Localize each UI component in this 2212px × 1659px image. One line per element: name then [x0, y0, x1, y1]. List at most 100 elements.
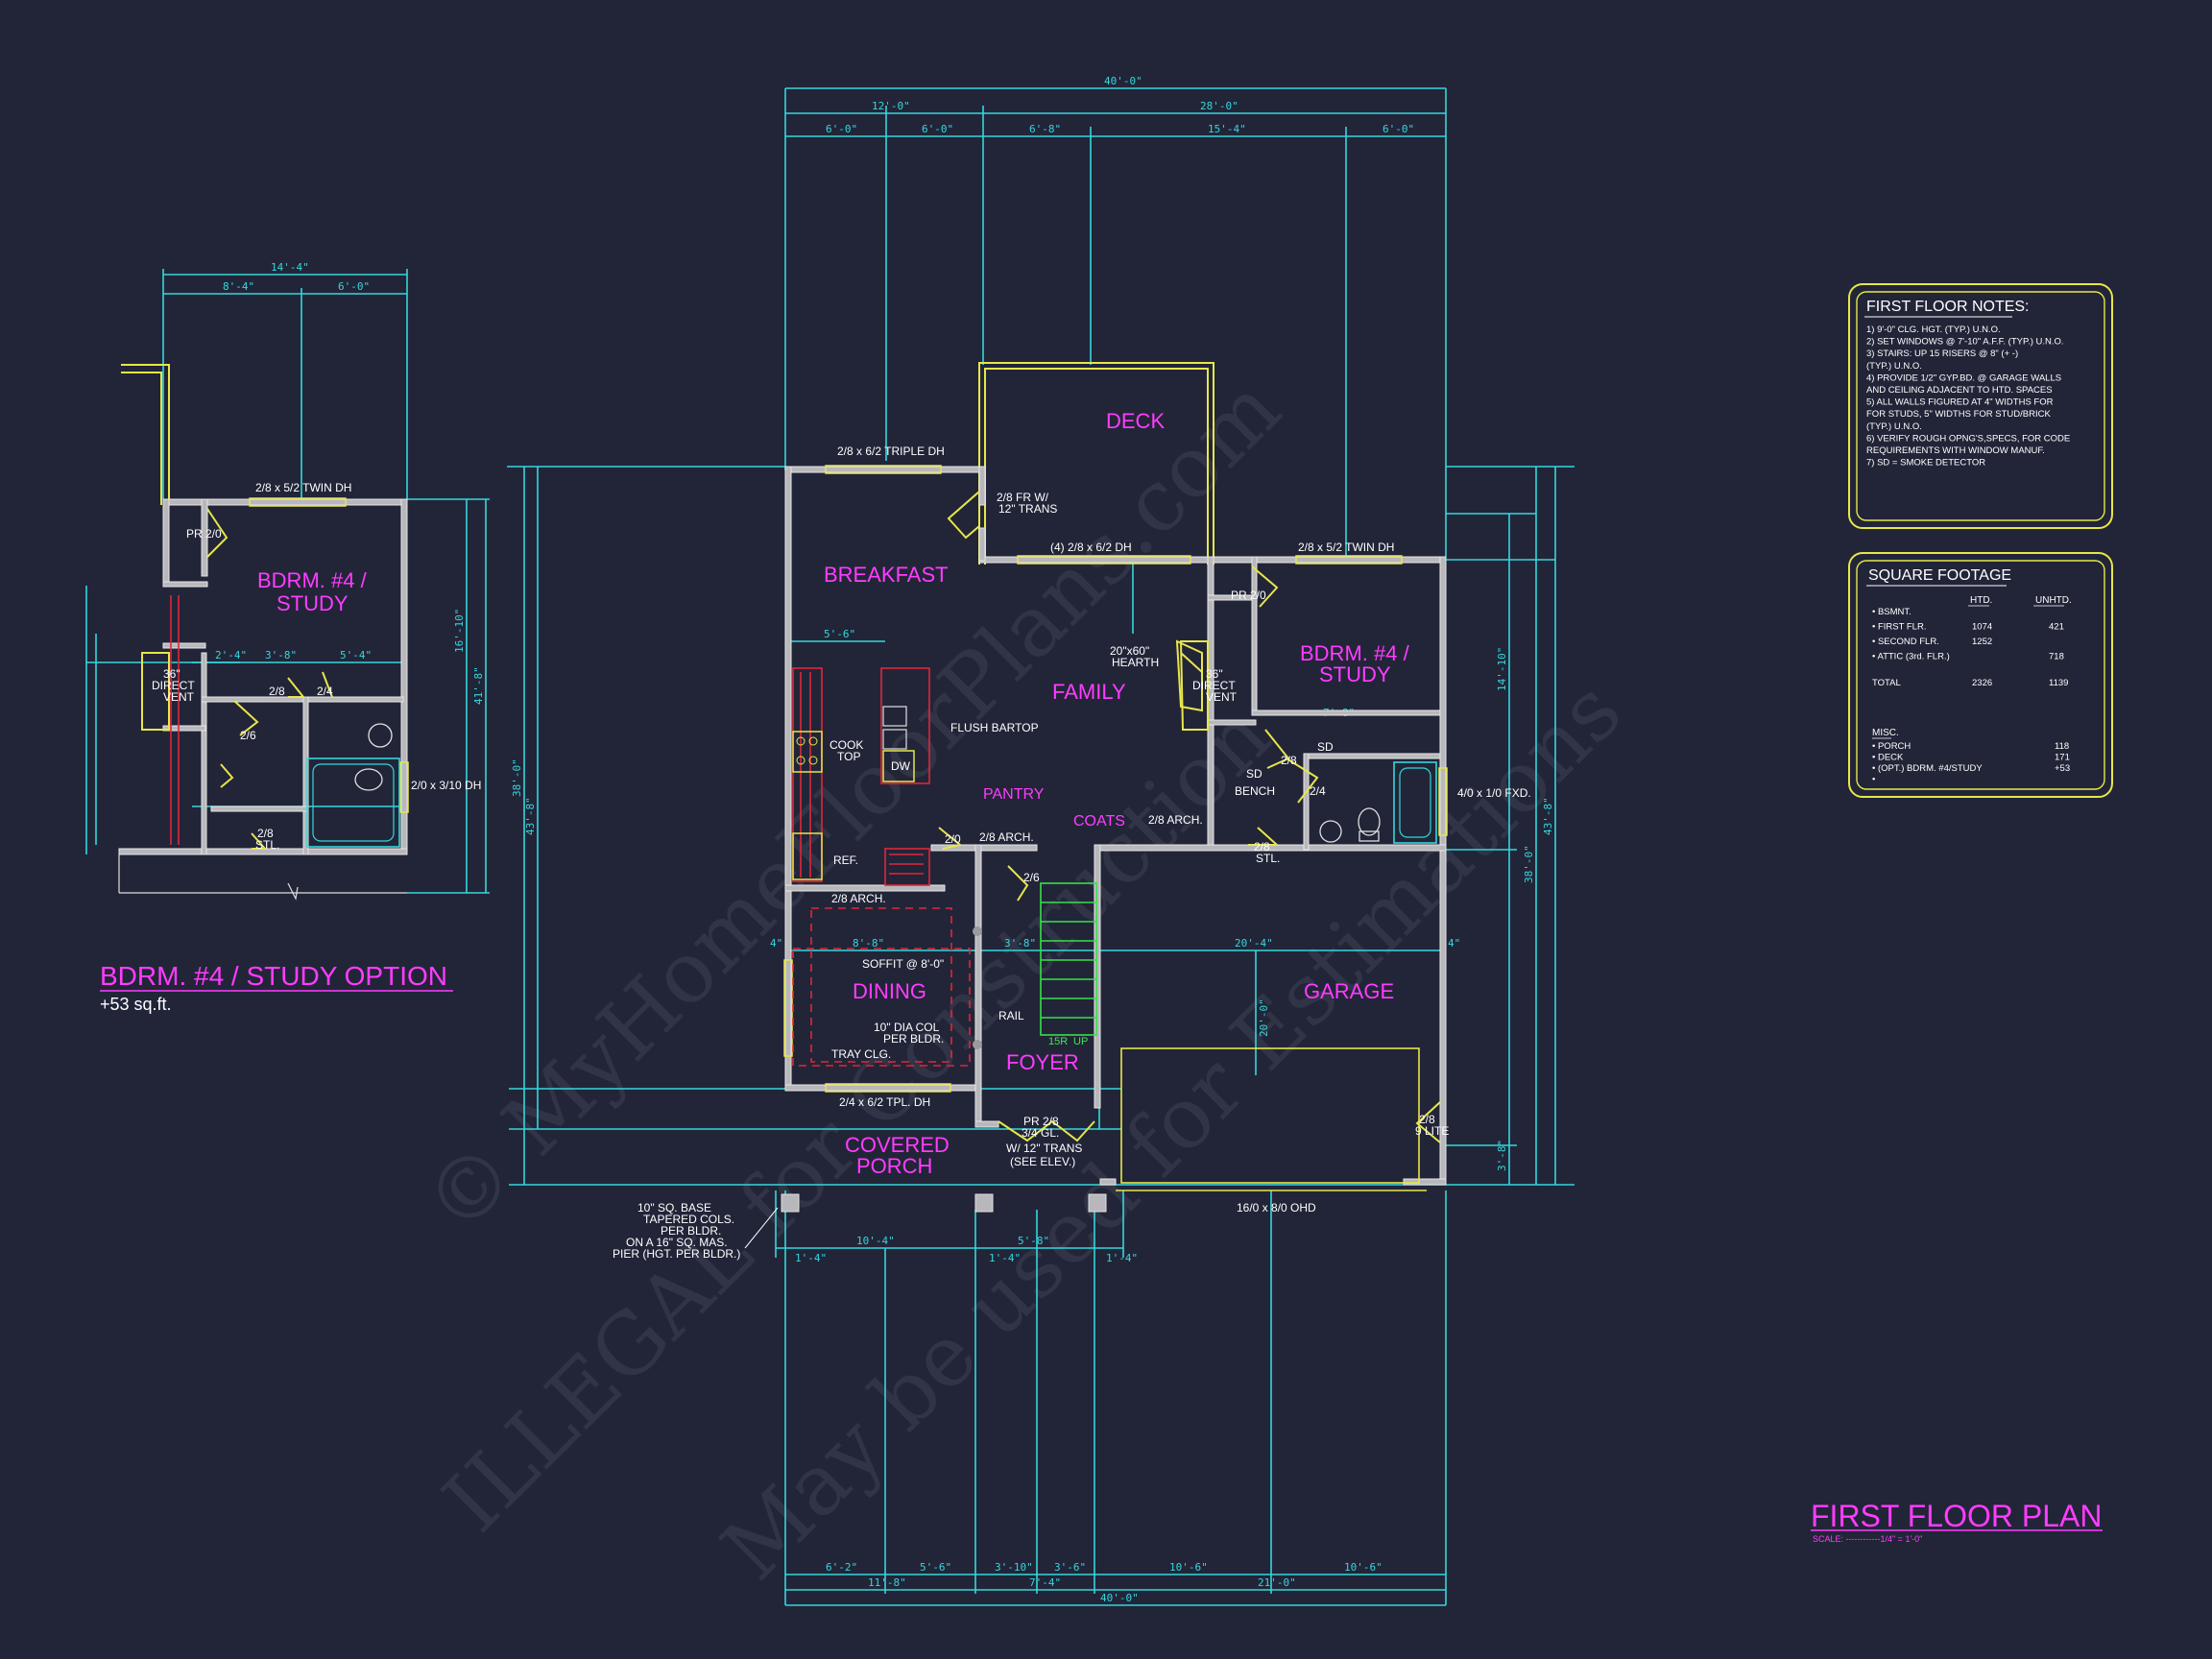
notes-line: 1) 9'-0" CLG. HGT. (TYP.) U.N.O. — [1866, 325, 2001, 335]
watermark: © MyHomeFloorPlans.com ILLEGAL for Const… — [405, 359, 1640, 1599]
label-2-8-stl: 2/8 — [1254, 840, 1270, 854]
room-family: FAMILY — [1052, 680, 1126, 704]
dim-bot-21: 21'-0" — [1258, 1576, 1296, 1589]
label-trans: 12" TRANS — [998, 502, 1057, 516]
sqft-misc-title: MISC. — [1872, 728, 1899, 738]
label-up: UP — [1073, 1036, 1088, 1047]
notes-line: FOR STUDS, 5" WIDTHS FOR STUD/BRICK — [1866, 409, 2051, 420]
label-flush-bartop: FLUSH BARTOP — [950, 721, 1039, 734]
dim-top-15-4: 15'-4" — [1208, 123, 1246, 135]
label-mas: ON A 16" SQ. MAS. — [626, 1236, 728, 1249]
opt-dim-14-4: 14'-4" — [271, 261, 309, 274]
label-ohd: 16/0 x 8/0 OHD — [1237, 1201, 1316, 1214]
option-plan — [85, 269, 490, 901]
label-sd-2: SD — [1246, 767, 1262, 781]
notes-line: (TYP.) U.N.O. — [1866, 361, 1922, 372]
dim-left-38: 38'-0" — [511, 758, 523, 797]
sqft-rows: • BSMNT. • FIRST FLR. 1074 421 • SECOND FLR.… — [1872, 607, 2068, 688]
label-2-0: 2/0 — [945, 832, 961, 846]
label-dw: DW — [891, 759, 911, 773]
opt-label-stl: STL. — [255, 838, 279, 852]
label-triple-dh: 2/8 x 6/2 TRIPLE DH — [837, 445, 945, 458]
dim-top-28: 28'-0" — [1200, 100, 1238, 112]
option-title: BDRM. #4 / STUDY OPTION +53 sq.ft. — [100, 961, 453, 1014]
option-area: +53 sq.ft. — [100, 995, 172, 1014]
notes-line: (TYP.) U.N.O. — [1866, 421, 1922, 432]
main-dimension-texts: 40'-0" 12'-0" 28'-0" 6'-0" 6'-0" 6'-8" 1… — [511, 75, 1554, 1604]
label-soffit: SOFFIT @ 8'-0" — [862, 957, 944, 971]
notes-box: FIRST FLOOR NOTES: — [1848, 283, 2113, 529]
label-2-8-a: 2/8 — [1281, 754, 1297, 767]
sqft-row-unhtd: 421 — [2049, 622, 2064, 633]
room-dining: DINING — [853, 979, 926, 1003]
notes-line: 3) STAIRS: UP 15 RISERS @ 8" (+ -) — [1866, 349, 2018, 359]
sqft-misc-value: 171 — [2055, 753, 2070, 763]
opt-dim-8-4: 8'-4" — [223, 280, 254, 293]
sqft-row-label: • FIRST FLR. — [1872, 622, 1926, 633]
label-2-8-garage: 2/8 — [1419, 1113, 1435, 1126]
room-pantry: PANTRY — [983, 786, 1045, 803]
room-coats: COATS — [1073, 813, 1125, 830]
label-vent-36: 36" — [1206, 667, 1223, 681]
room-foyer: FOYER — [1006, 1050, 1079, 1074]
label-per-bldr: PER BLDR. — [883, 1032, 944, 1046]
notes-title: FIRST FLOOR NOTES: — [1866, 299, 2030, 315]
main-windows — [783, 465, 1448, 1191]
kitchen-appliances — [792, 706, 915, 880]
opt-label-direct: DIRECT — [152, 679, 195, 692]
dim-bot-7-4: 7'-4" — [1029, 1576, 1061, 1589]
kitchen-cabinets — [792, 667, 971, 1067]
label-pier: PIER (HGT. PER BLDR.) — [613, 1247, 740, 1261]
plan-scale: SCALE: ------------1/4" = 1'-0" — [1813, 1534, 1922, 1544]
notes-line: REQUIREMENTS WITH WINDOW MANUF. — [1866, 445, 2045, 456]
label-gl: 3/4 GL. — [1022, 1126, 1059, 1140]
label-arch-2: 2/8 ARCH. — [979, 830, 1034, 844]
sqft-row-label: • BSMNT. — [1872, 607, 1911, 617]
title-block: FIRST FLOOR PLAN SCALE: ------------1/4"… — [1811, 1499, 2103, 1544]
porch-columns — [744, 926, 1107, 1249]
label-2-4: 2/4 — [1310, 784, 1326, 798]
sqft-row-htd: 2326 — [1972, 678, 1992, 688]
label-sq-base: 10" SQ. BASE — [637, 1201, 711, 1214]
opt-dim-16-10: 16'-10" — [453, 609, 466, 653]
sqft-row-htd: 1074 — [1972, 622, 1992, 633]
sqft-box: SQUARE FOOTAGE HTD. UNHTD. MISC. — [1848, 552, 2113, 798]
label-top: TOP — [837, 750, 860, 763]
room-garage: GARAGE — [1304, 979, 1394, 1003]
dim-bot-3-10: 3'-10" — [995, 1561, 1033, 1574]
label-9-lite: 9 LITE — [1415, 1124, 1449, 1138]
opt-label-2-8-stl: 2/8 — [257, 827, 274, 840]
dim-5-6: 5'-6" — [824, 628, 855, 640]
room-bdrm4-line2: STUDY — [1319, 662, 1391, 686]
notes-line: 2) SET WINDOWS @ 7'-10" A.F.F. (TYP.) U.… — [1866, 337, 2064, 348]
label-fr-door: 2/8 FR W/ — [997, 491, 1049, 504]
label-see-elev: (SEE ELEV.) — [1010, 1155, 1075, 1168]
dim-bot-11-8: 11'-8" — [868, 1576, 906, 1589]
dim-bot-3-6: 3'-6" — [1054, 1561, 1086, 1574]
sqft-row-label: • SECOND FLR. — [1872, 637, 1939, 647]
label-tray-clg: TRAY CLG. — [831, 1047, 891, 1061]
dim-bot-10-6a: 10'-6" — [1169, 1561, 1208, 1574]
label-pr-2-0: PR 2/0 — [1231, 589, 1266, 602]
main-dimension-lines — [507, 87, 1575, 1606]
dim-right-38: 38'-0" — [1523, 845, 1535, 883]
sqft-misc-label: • (OPT.) BDRM. #4/STUDY — [1872, 763, 1983, 774]
room-porch: PORCH — [856, 1154, 932, 1178]
opt-label-vent: VENT — [163, 690, 195, 704]
label-ref: REF. — [833, 854, 858, 867]
bath-fixtures — [1319, 761, 1437, 844]
label-vent: VENT — [1206, 690, 1238, 704]
label-col: 10" DIA COL — [874, 1021, 940, 1034]
sqft-misc-label: • DECK — [1872, 753, 1904, 763]
room-labels: DECK BREAKFAST FAMILY BDRM. #4 / STUDY P… — [824, 409, 1410, 1178]
dim-1-4a: 1'-4" — [795, 1252, 827, 1264]
dim-4in-a: 4" — [770, 937, 782, 950]
opt-dim-41-8: 41'-8" — [472, 666, 485, 705]
label-sd-1: SD — [1317, 740, 1334, 754]
sqft-row-label: TOTAL — [1872, 678, 1901, 688]
dim-1-4b: 1'-4" — [989, 1252, 1021, 1264]
label-pr-2-8: PR 2/8 — [1023, 1115, 1059, 1128]
room-breakfast: BREAKFAST — [824, 563, 949, 587]
label-vent-direct: DIRECT — [1192, 679, 1236, 692]
